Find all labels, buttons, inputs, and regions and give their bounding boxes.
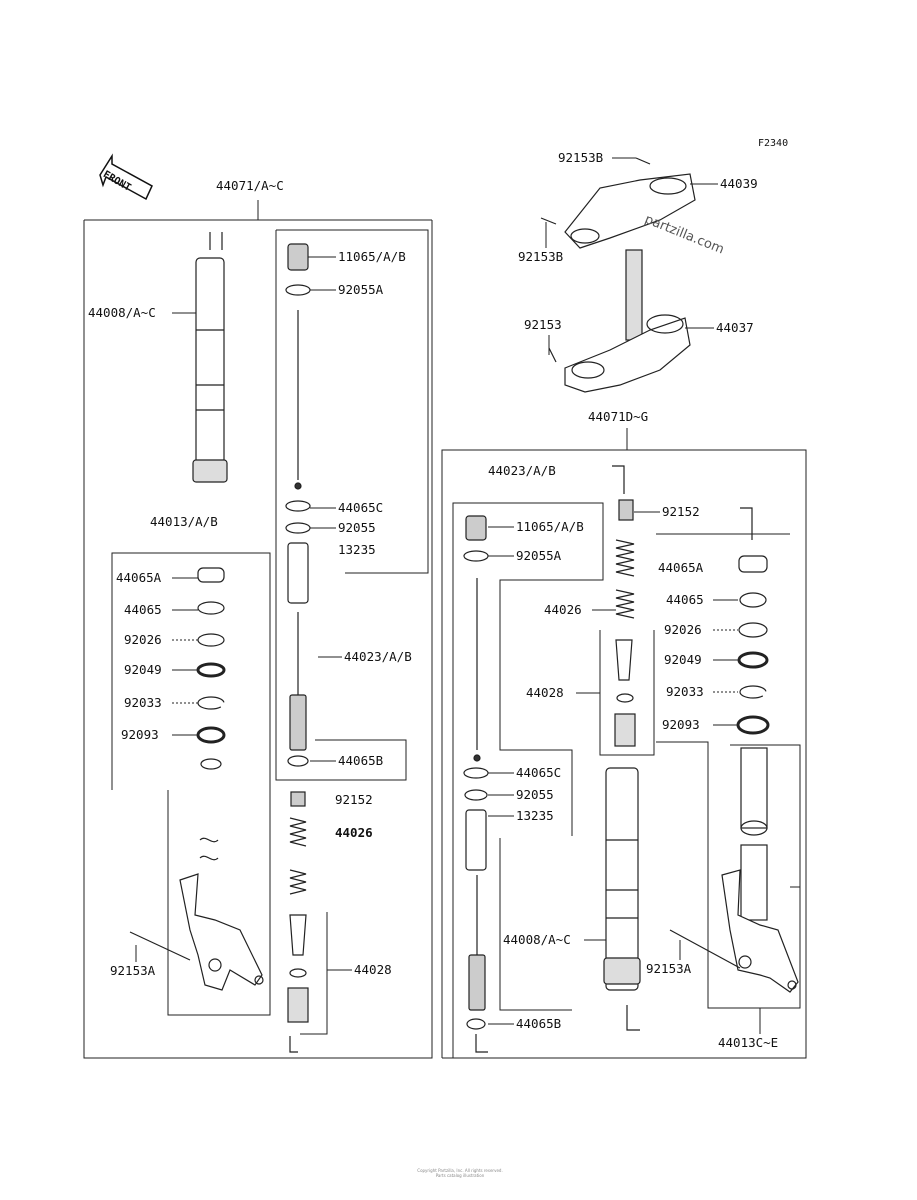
part-92153a-right-label: 92153A xyxy=(646,961,692,976)
part-44023ab-right-label: 44023/A/B xyxy=(488,463,556,478)
spring-left xyxy=(287,791,309,1053)
front-arrow-icon xyxy=(99,153,153,201)
figure-code: F2340 xyxy=(758,138,789,149)
group-frame-44065-left xyxy=(111,552,271,1016)
group-frame-44071ac xyxy=(83,220,433,1059)
part-44065a-right-label: 44065A xyxy=(658,560,704,575)
part-44008ac-left-label: 44008/A~C xyxy=(88,305,156,320)
inner-tube-right xyxy=(669,747,799,993)
part-92026-left-label: 92026 xyxy=(124,632,162,647)
part-92033-left-label: 92033 xyxy=(124,695,162,710)
part-11065ab-left-label: 11065/A/B xyxy=(338,249,406,264)
part-92055a-left-label: 92055A xyxy=(338,282,384,297)
part-44013ce-label: 44013C~E xyxy=(718,1035,779,1050)
damper-cartridge-right xyxy=(463,515,489,1053)
part-92055-right-label: 92055 xyxy=(516,787,554,802)
part-44065-right-label: 44065 xyxy=(666,592,704,607)
part-44028-right-label: 44028 xyxy=(526,685,564,700)
damper-cartridge-left xyxy=(285,243,311,767)
group-frame-44023ab-left xyxy=(276,229,429,574)
seal-stack-right xyxy=(736,507,770,735)
part-92153-label: 92153 xyxy=(524,317,562,332)
spring-right xyxy=(612,465,636,747)
part-44026-right-label: 44026 xyxy=(544,602,582,617)
part-44037-label: 44037 xyxy=(716,320,754,335)
part-92033-right-label: 92033 xyxy=(666,684,704,699)
upper-triple-clamp xyxy=(540,157,696,249)
part-92093-left-label: 92093 xyxy=(121,727,159,742)
part-44065b-right-label: 44065B xyxy=(516,1016,562,1031)
part-44065a-left-label: 44065A xyxy=(116,570,162,585)
part-13235-left-label: 13235 xyxy=(338,542,376,557)
part-44023ab-left-label: 44023/A/B xyxy=(344,649,412,664)
part-44065c-right-label: 44065C xyxy=(516,765,562,780)
part-92093-right-label: 92093 xyxy=(662,717,700,732)
part-44026-left-label: 44026 xyxy=(335,825,373,840)
part-11065ab-right-label: 11065/A/B xyxy=(516,519,584,534)
part-13235-right-label: 13235 xyxy=(516,808,554,823)
part-44065-left-label: 44065 xyxy=(124,602,162,617)
footer-copyright: Copyright Partzilla, Inc. All rights res… xyxy=(330,1168,590,1178)
footer-line-1: Copyright Partzilla, Inc. All rights res… xyxy=(417,1168,503,1173)
part-92153b-top-label: 92153B xyxy=(558,150,604,165)
outer-tube-left xyxy=(192,232,228,483)
outer-tube-right xyxy=(603,767,641,1031)
part-92152-left-label: 92152 xyxy=(335,792,373,807)
lower-triple-clamp xyxy=(548,314,691,393)
part-92055a-right-label: 92055A xyxy=(516,548,562,563)
part-92055-left-label: 92055 xyxy=(338,520,376,535)
part-44071ac-label: 44071/A~C xyxy=(216,178,284,193)
lower-bracket-left xyxy=(129,837,264,991)
group-frame-44023ab-right xyxy=(452,502,604,1058)
part-92153a-left-label: 92153A xyxy=(110,963,156,978)
part-92152-right-label: 92152 xyxy=(662,504,700,519)
part-44039-label: 44039 xyxy=(720,176,758,191)
part-44071dg-label: 44071D~G xyxy=(588,409,649,424)
group-frame-44071dg xyxy=(441,449,807,1059)
part-92153b-mid-label: 92153B xyxy=(518,249,564,264)
part-44065c-left-label: 44065C xyxy=(338,500,384,515)
footer-line-2: Parts catalog illustration xyxy=(435,1173,485,1179)
part-92049-left-label: 92049 xyxy=(124,662,162,677)
part-44008ac-right-label: 44008/A~C xyxy=(503,932,571,947)
part-44013ab-label: 44013/A/B xyxy=(150,514,218,529)
steering-stem xyxy=(625,249,643,341)
part-92026-right-label: 92026 xyxy=(664,622,702,637)
part-92049-right-label: 92049 xyxy=(664,652,702,667)
part-44028-left-label: 44028 xyxy=(354,962,392,977)
part-44065b-left-label: 44065B xyxy=(338,753,384,768)
seal-stack-left xyxy=(196,567,226,770)
